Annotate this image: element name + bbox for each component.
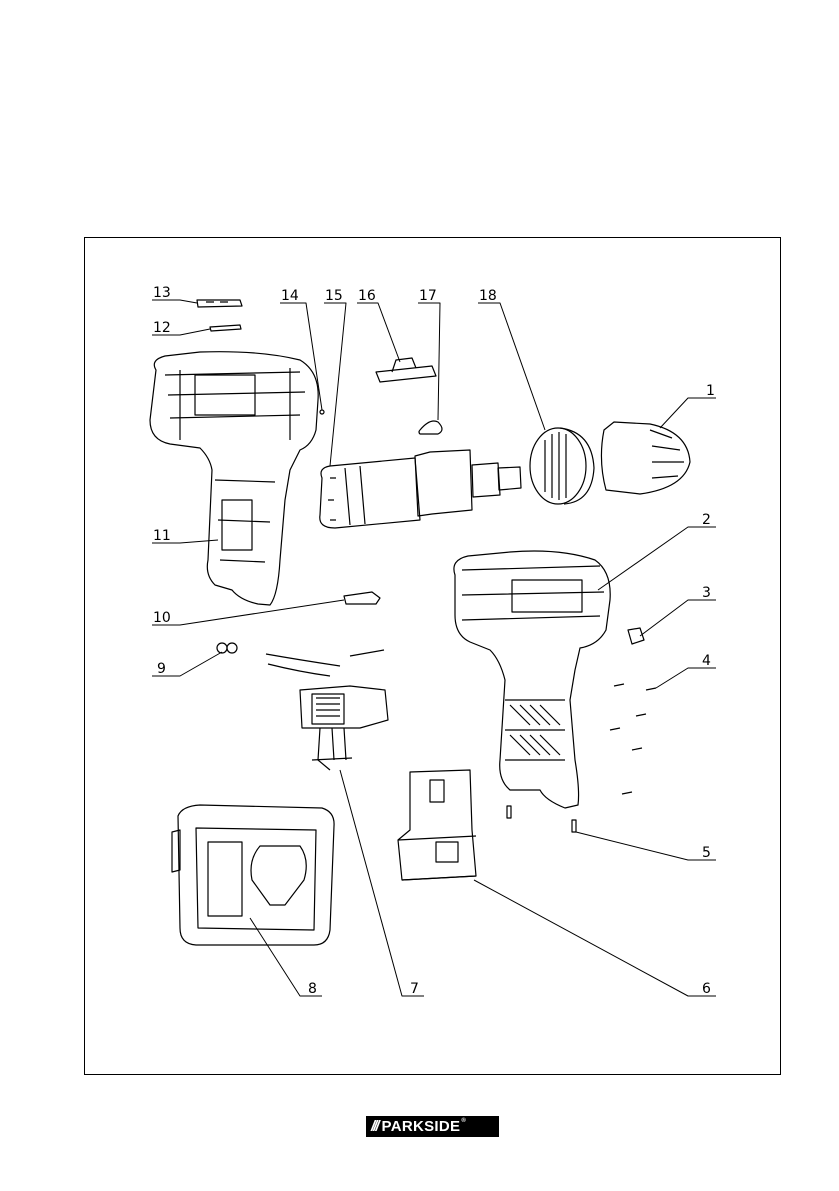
part-1-chuck (601, 422, 690, 494)
callout-14: 14 (281, 288, 299, 304)
part-3-knob (628, 628, 644, 644)
part-7-switch (266, 650, 388, 770)
parkside-logo: /// PARKSIDE ® (366, 1116, 499, 1137)
part-15-motor-gearbox (320, 450, 521, 528)
part-11-housing-half (150, 352, 318, 605)
callout-18: 18 (479, 288, 497, 304)
callout-11: 11 (153, 528, 171, 544)
part-10-lever (344, 592, 380, 604)
logo-slashes: /// (366, 1118, 382, 1135)
part-5-pins (507, 806, 576, 832)
part-8-charger (172, 805, 334, 945)
part-12-clip (210, 325, 241, 331)
callout-2: 2 (702, 512, 711, 528)
callout-9: 9 (157, 661, 166, 677)
callout-8: 8 (308, 981, 317, 997)
part-6-battery (398, 770, 476, 880)
callout-3: 3 (702, 585, 711, 601)
callout-7: 7 (410, 981, 419, 997)
callout-12: 12 (153, 320, 171, 336)
part-18-ring (530, 428, 594, 504)
part-2-housing-assembled (454, 551, 610, 808)
part-16-switch-clip (376, 358, 436, 382)
callout-16: 16 (358, 288, 376, 304)
callout-15: 15 (325, 288, 343, 304)
callout-4: 4 (702, 653, 711, 669)
part-4-screws (610, 684, 656, 794)
callout-6: 6 (702, 981, 711, 997)
callout-13: 13 (153, 285, 171, 301)
callout-17: 17 (419, 288, 437, 304)
part-9-nuts (217, 643, 237, 653)
callout-1: 1 (706, 383, 715, 399)
part-14-ball (320, 410, 324, 414)
logo-registered-mark: ® (461, 1118, 465, 1124)
part-13-clip (197, 300, 242, 307)
logo-text: PARKSIDE (382, 1118, 461, 1135)
callout-5: 5 (702, 845, 711, 861)
callout-10: 10 (153, 610, 171, 626)
part-17-spring (419, 421, 442, 434)
